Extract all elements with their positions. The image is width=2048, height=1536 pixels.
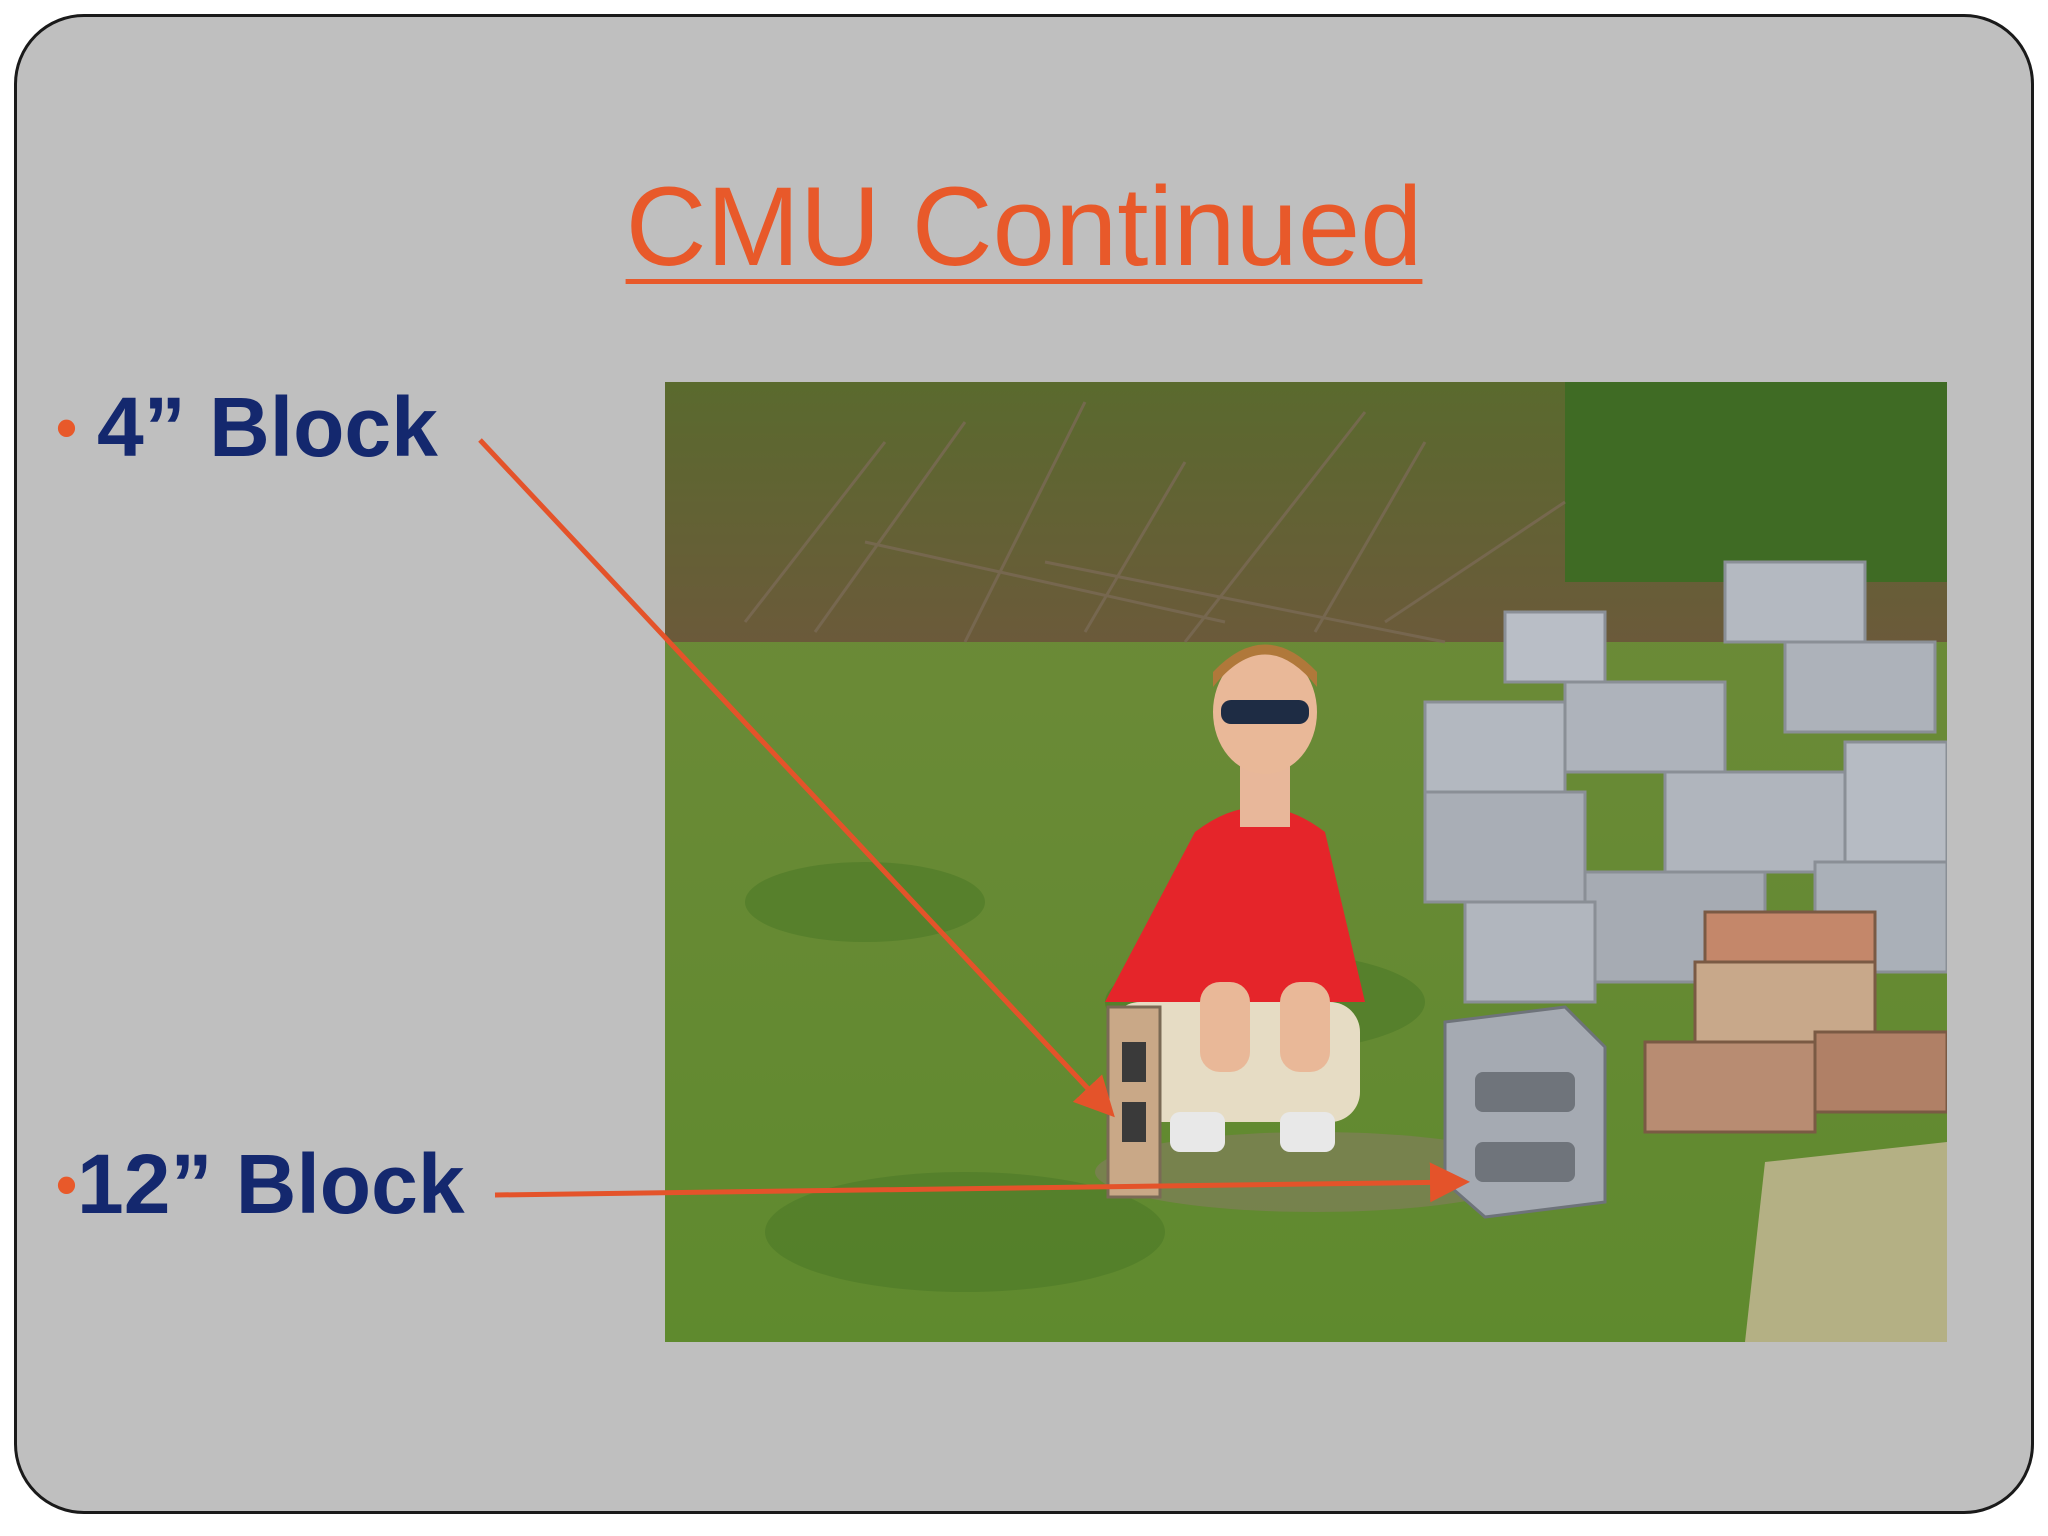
bullet-text: 4” Block [97,380,438,474]
slide-title: CMU Continued [625,164,1423,289]
bullet-marker: • [56,393,78,461]
bullet-text: 12” Block [77,1137,465,1231]
bullet-4-inch-block: •4” Block [56,385,438,469]
photo-illustration [665,382,1947,1342]
photo-block-comparison [665,382,1947,1342]
bullet-12-inch-block: •12” Block [56,1142,465,1226]
bullet-marker: • [56,1150,78,1218]
